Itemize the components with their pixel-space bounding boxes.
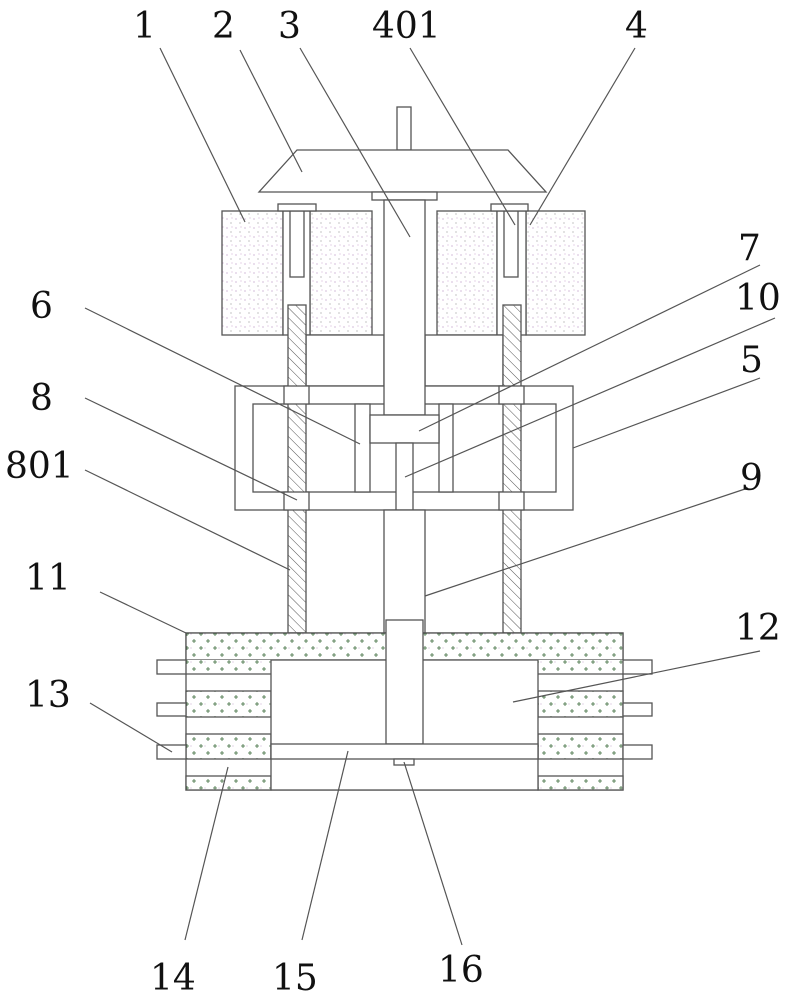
- label-6: 6: [30, 286, 53, 327]
- pad-right-2: [538, 734, 623, 759]
- part-6: [355, 404, 370, 492]
- collar-top-right: [499, 386, 524, 404]
- label-10: 10: [735, 278, 781, 319]
- pad-right-0: [538, 660, 623, 674]
- label-7: 7: [738, 228, 761, 269]
- top-shaft: [397, 107, 411, 150]
- shaft-3: [384, 200, 425, 415]
- block-right-outer: [526, 211, 585, 335]
- label-1: 1: [133, 6, 156, 47]
- label-12: 12: [735, 608, 781, 649]
- plate-15: [271, 744, 538, 759]
- connector-right: [425, 335, 503, 386]
- cylinder-9: [384, 510, 425, 633]
- screw-rod-right: [503, 305, 521, 633]
- screw-rod-left: [288, 305, 306, 633]
- pad-right-1: [538, 691, 623, 717]
- cap-right: [491, 204, 528, 211]
- pad-left-1: [186, 691, 271, 717]
- pad-right-3: [538, 776, 623, 790]
- label-13: 13: [25, 675, 71, 716]
- part-7: [370, 415, 439, 443]
- pad-left-0: [186, 660, 271, 674]
- top-plate: [372, 192, 437, 200]
- nut-8: [284, 492, 309, 510]
- rod-401-right: [504, 211, 518, 277]
- pad-left-3: [186, 776, 271, 790]
- label-3: 3: [278, 6, 301, 47]
- label-9: 9: [740, 458, 763, 499]
- cap-left: [278, 204, 316, 211]
- block-left-outer: [222, 211, 283, 335]
- side-rod-right-2: [623, 703, 652, 716]
- label-2: 2: [212, 6, 235, 47]
- label-5: 5: [740, 340, 763, 381]
- rod-401-left: [290, 211, 304, 277]
- piston-rod: [386, 620, 423, 744]
- label-401: 401: [372, 6, 441, 47]
- label-4: 4: [625, 6, 648, 47]
- block-right-inner: [437, 211, 497, 335]
- side-rod-left-2: [157, 703, 186, 716]
- side-rod-left-1: [157, 660, 186, 674]
- connector-left: [306, 335, 384, 386]
- pad-14: [186, 734, 271, 759]
- collar-bottom-right: [499, 492, 524, 510]
- rod-10: [396, 443, 413, 510]
- side-rod-right-1: [623, 660, 652, 674]
- block-left-inner: [310, 211, 372, 335]
- label-801: 801: [5, 446, 74, 487]
- label-11: 11: [25, 558, 71, 599]
- label-15: 15: [272, 958, 318, 999]
- label-8: 8: [30, 378, 53, 419]
- label-16: 16: [438, 950, 484, 991]
- collar-top-left: [284, 386, 309, 404]
- label-14: 14: [150, 958, 196, 999]
- side-rod-right-3: [623, 745, 652, 759]
